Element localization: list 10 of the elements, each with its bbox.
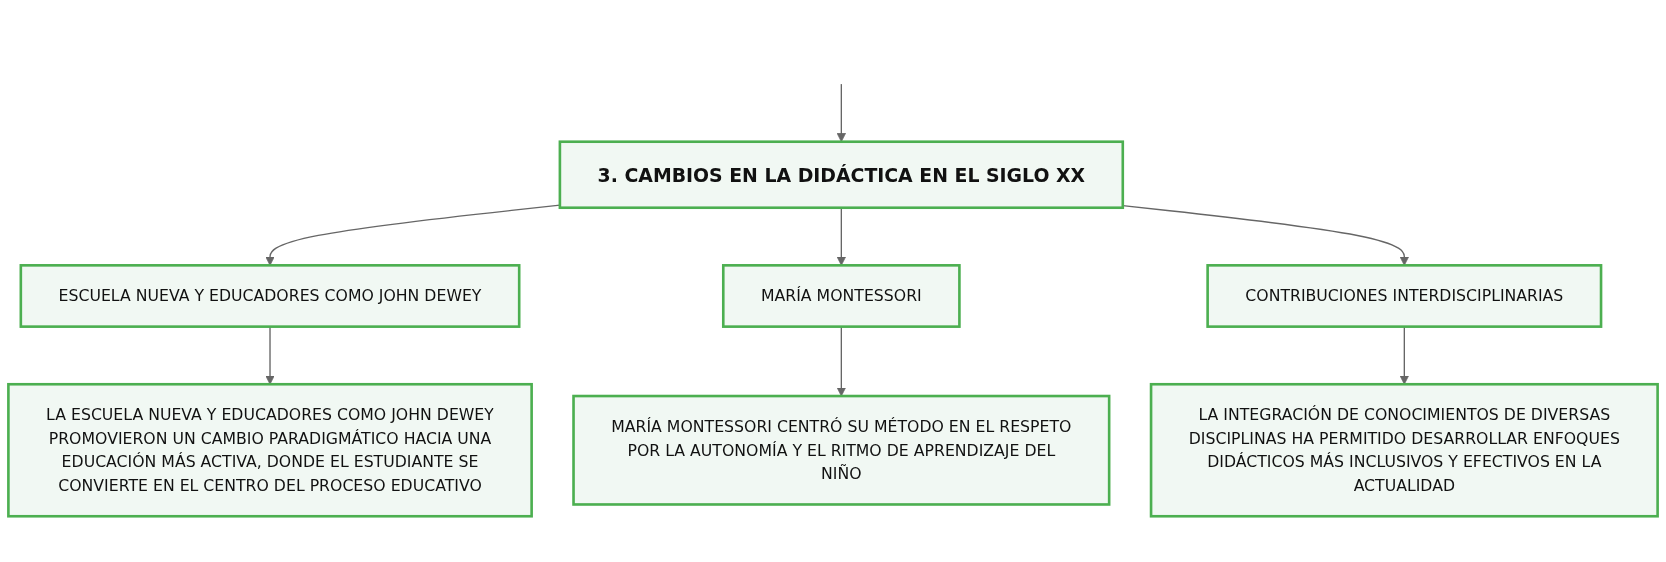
arrow [836, 83, 846, 142]
node-box: MARÍA MONTESSORI [721, 263, 961, 328]
node-box: 3. CAMBIOS EN LA DIDÁCTICA EN EL SIGLO XX [558, 140, 1125, 209]
node-box: LA ESCUELA NUEVA Y EDUCADORES COMO JOHN DEWEY PROMOVIERON UN CAMBIO PARADIGMÁTICO HACIA UNA EDUCACIÓN MÁS ACTIVA, DONDE EL ESTUDIANTE SE CONVIERTE EN EL CENTRO DEL PROCESO EDUCATIVO [7, 382, 533, 518]
node-box: LA INTEGRACIÓN DE CONOCIMIENTOS DE DIVERSAS DISCIPLINAS HA PERMITIDO DESARROLLAR ENFOQUES DIDÁCTICOS MÁS INCLUSIVOS Y EFECTIVOS EN LA ACTUALIDAD [1149, 382, 1659, 518]
node-box: ESCUELA NUEVA Y EDUCADORES COMO JOHN DEWEY [19, 263, 521, 328]
arrow [265, 204, 561, 266]
node-box: MARÍA MONTESSORI CENTRÓ SU MÉTODO EN EL RESPETO POR LA AUTONOMÍA Y EL RITMO DE APRENDIZAJE DEL NIÑO [572, 394, 1111, 506]
arrow [1122, 204, 1409, 266]
node-box: CONTRIBUCIONES INTERDISCIPLINARIAS [1206, 263, 1603, 328]
